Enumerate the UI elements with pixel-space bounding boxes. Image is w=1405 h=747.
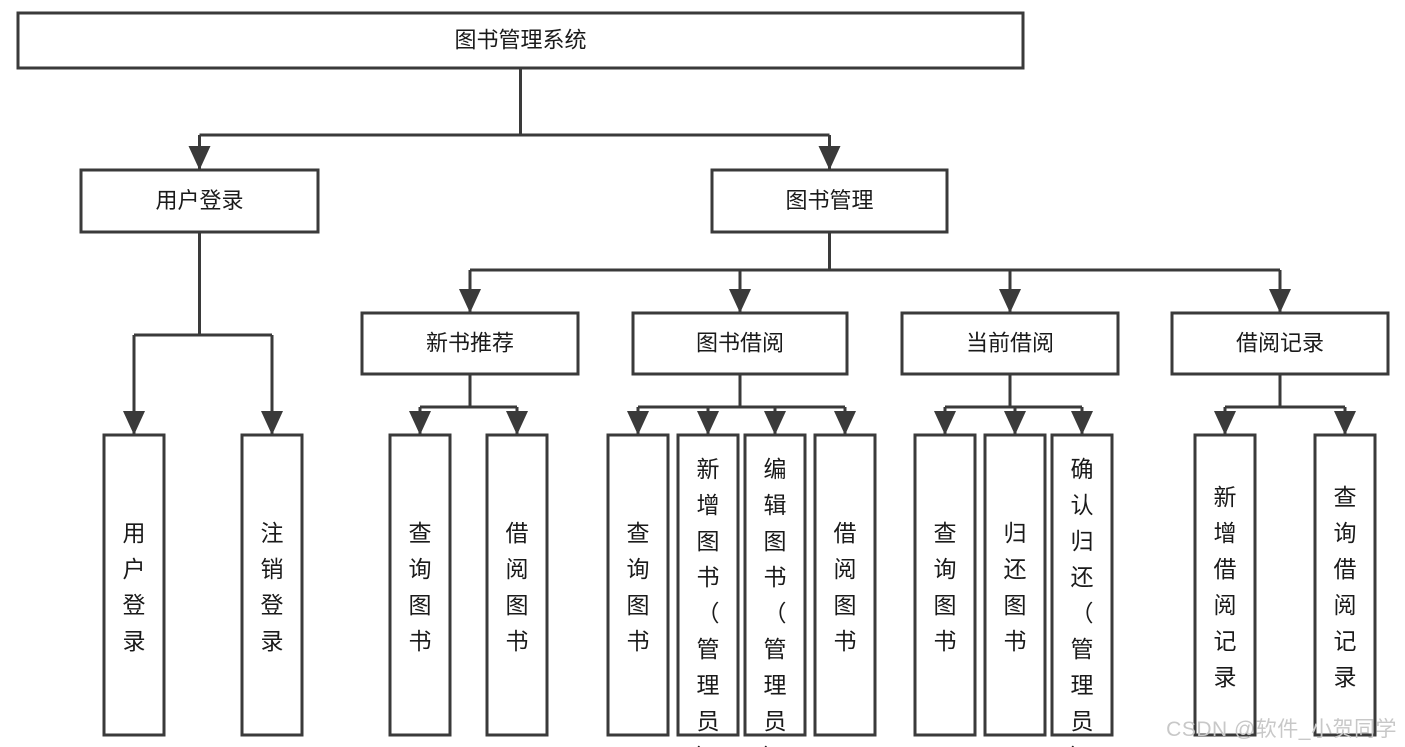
- edge-group-user-login: [123, 232, 283, 435]
- arrowhead-icon: [1214, 411, 1236, 435]
- node-leaf-query-book-3[interactable]: 查询图书: [913, 433, 977, 737]
- arrowhead-icon: [729, 289, 751, 313]
- node-label-book-borrow: 图书借阅: [696, 330, 784, 355]
- node-current-borrow[interactable]: 当前借阅: [900, 311, 1120, 376]
- node-leaf-add-record[interactable]: 新增借阅记录: [1193, 433, 1257, 737]
- node-user-login[interactable]: 用户登录: [79, 168, 320, 234]
- arrowhead-icon: [506, 411, 528, 435]
- arrowhead-icon: [1004, 411, 1026, 435]
- node-leaf-logout[interactable]: 注销登录: [240, 433, 304, 737]
- node-layer: 图书管理系统用户登录图书管理新书推荐图书借阅当前借阅借阅记录用户登录注销登录查询…: [16, 11, 1390, 747]
- node-box-leaf-user-login: [102, 433, 166, 737]
- node-label-leaf-add-record: 新增借阅记录: [1214, 484, 1237, 690]
- node-box-current-borrow: [900, 311, 1120, 376]
- node-box-leaf-logout: [240, 433, 304, 737]
- node-box-leaf-borrow-book-2: [813, 433, 877, 737]
- arrowhead-icon: [697, 411, 719, 435]
- node-label-leaf-query-record: 查询借阅记录: [1334, 484, 1357, 690]
- arrowhead-icon: [123, 411, 145, 435]
- node-box-borrow-record: [1170, 311, 1390, 376]
- arrowhead-icon: [934, 411, 956, 435]
- node-box-leaf-confirm-return: [1050, 433, 1114, 737]
- node-box-root: [16, 11, 1025, 70]
- node-box-leaf-return-book: [983, 433, 1047, 737]
- node-label-leaf-edit-book: 编辑图书（管理员）: [764, 456, 787, 747]
- node-box-book-borrow: [631, 311, 849, 376]
- arrowhead-icon: [261, 411, 283, 435]
- edge-group-borrow-record: [1214, 374, 1356, 435]
- node-box-leaf-add-record: [1193, 433, 1257, 737]
- edge-group-new-book-recommend: [409, 374, 528, 435]
- node-label-leaf-confirm-return: 确认归还（管理员）: [1071, 456, 1094, 747]
- watermark-label: CSDN @软件_小贺同学: [1166, 718, 1397, 741]
- node-box-book-management: [710, 168, 949, 234]
- node-label-leaf-query-book-3: 查询图书: [934, 520, 957, 654]
- arrowhead-icon: [818, 146, 841, 170]
- node-label-user-login: 用户登录: [155, 188, 243, 213]
- node-borrow-record[interactable]: 借阅记录: [1170, 311, 1390, 376]
- edge-group-book-management: [459, 232, 1291, 313]
- node-leaf-query-record[interactable]: 查询借阅记录: [1313, 433, 1377, 737]
- arrowhead-icon: [459, 289, 481, 313]
- arrowhead-icon: [188, 146, 211, 170]
- node-leaf-return-book[interactable]: 归还图书: [983, 433, 1047, 737]
- node-leaf-add-book[interactable]: 新增图书（管理员）: [676, 433, 740, 747]
- connector-layer: [123, 68, 1356, 435]
- node-book-management[interactable]: 图书管理: [710, 168, 949, 234]
- node-leaf-edit-book[interactable]: 编辑图书（管理员）: [743, 433, 807, 747]
- arrowhead-icon: [627, 411, 649, 435]
- node-label-leaf-query-book-1: 查询图书: [409, 520, 432, 654]
- arrowhead-icon: [999, 289, 1021, 313]
- node-label-leaf-return-book: 归还图书: [1004, 520, 1027, 654]
- node-leaf-query-book-1[interactable]: 查询图书: [388, 433, 452, 737]
- node-label-new-book-recommend: 新书推荐: [426, 330, 514, 355]
- arrowhead-icon: [1071, 411, 1093, 435]
- node-box-leaf-query-record: [1313, 433, 1377, 737]
- edge-group-root: [188, 68, 841, 170]
- node-label-leaf-borrow-book-2: 借阅图书: [834, 520, 857, 654]
- node-box-user-login: [79, 168, 320, 234]
- node-label-leaf-logout: 注销登录: [261, 520, 284, 654]
- node-box-new-book-recommend: [360, 311, 580, 376]
- arrowhead-icon: [1334, 411, 1356, 435]
- node-label-borrow-record: 借阅记录: [1236, 330, 1324, 355]
- node-label-leaf-add-book: 新增图书（管理员）: [697, 456, 720, 747]
- edge-group-book-borrow: [627, 374, 856, 435]
- node-label-leaf-borrow-book-1: 借阅图书: [506, 520, 529, 654]
- node-leaf-query-book-2[interactable]: 查询图书: [606, 433, 670, 737]
- node-label-root: 图书管理系统: [454, 27, 586, 52]
- node-label-leaf-user-login: 用户登录: [123, 520, 146, 654]
- node-book-borrow[interactable]: 图书借阅: [631, 311, 849, 376]
- node-root[interactable]: 图书管理系统: [16, 11, 1025, 70]
- node-leaf-confirm-return[interactable]: 确认归还（管理员）: [1050, 433, 1114, 747]
- arrowhead-icon: [409, 411, 431, 435]
- arrowhead-icon: [764, 411, 786, 435]
- node-leaf-borrow-book-2[interactable]: 借阅图书: [813, 433, 877, 737]
- node-label-current-borrow: 当前借阅: [966, 330, 1054, 355]
- node-label-book-management: 图书管理: [785, 188, 873, 213]
- node-box-leaf-edit-book: [743, 433, 807, 737]
- node-box-leaf-query-book-1: [388, 433, 452, 737]
- node-leaf-user-login[interactable]: 用户登录: [102, 433, 166, 737]
- node-leaf-borrow-book-1[interactable]: 借阅图书: [485, 433, 549, 737]
- arrowhead-icon: [834, 411, 856, 435]
- node-label-leaf-query-book-2: 查询图书: [627, 520, 650, 654]
- node-box-leaf-borrow-book-1: [485, 433, 549, 737]
- node-new-book-recommend[interactable]: 新书推荐: [360, 311, 580, 376]
- node-box-leaf-query-book-2: [606, 433, 670, 737]
- node-box-leaf-add-book: [676, 433, 740, 737]
- arrowhead-icon: [1269, 289, 1291, 313]
- node-box-leaf-query-book-3: [913, 433, 977, 737]
- edge-group-current-borrow: [934, 374, 1093, 435]
